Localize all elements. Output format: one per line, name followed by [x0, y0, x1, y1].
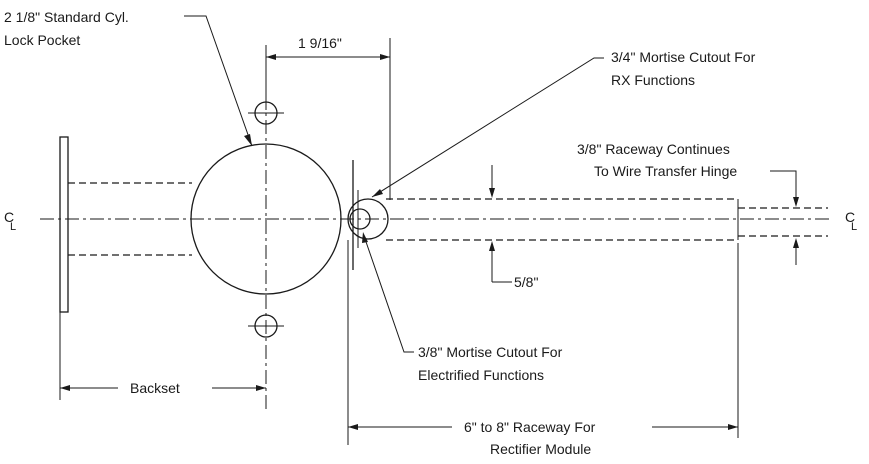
raceway-continues-label-1: 3/8" Raceway Continues — [577, 141, 730, 157]
dim-1-9-16-label: 1 9/16" — [298, 35, 342, 51]
centerline-right-c: C — [845, 209, 855, 225]
callout-electrified-cutout: 3/8" Mortise Cutout For Electrified Func… — [362, 232, 563, 383]
elec-cutout-label-1: 3/8" Mortise Cutout For — [418, 344, 563, 360]
raceway-length-label-1: 6" to 8" Raceway For — [464, 419, 596, 435]
callout-lock-pocket: 2 1/8" Standard Cyl. Lock Pocket — [4, 9, 253, 147]
elec-cutout-label-2: Electrified Functions — [418, 367, 544, 383]
centerline-left-l: L — [10, 221, 16, 233]
dimension-5-8: 5/8" — [489, 165, 538, 290]
centerline-symbol-left: C L — [4, 209, 16, 233]
dimension-backset: Backset — [59, 312, 266, 400]
centerline-symbol-right: C L — [845, 209, 857, 233]
raceway-length-label-2: Rectifier Module — [490, 441, 591, 457]
rx-cutout-label-1: 3/4" Mortise Cutout For — [611, 49, 756, 65]
centerline-right-l: L — [851, 221, 857, 233]
lock-pocket-label-2: Lock Pocket — [4, 32, 80, 48]
dim-5-8-label: 5/8" — [514, 274, 538, 290]
faceplate — [59, 136, 69, 313]
rx-mortise-cutout — [347, 198, 389, 240]
lock-pocket-circle — [190, 143, 342, 295]
rx-cutout-label-2: RX Functions — [611, 72, 695, 88]
callout-raceway-continues: 3/8" Raceway Continues To Wire Transfer … — [577, 141, 799, 265]
centerline-left-c: C — [4, 209, 14, 225]
raceway-continues-label-2: To Wire Transfer Hinge — [594, 163, 737, 179]
electrified-mortise-cutout — [349, 208, 371, 230]
dimension-1-9-16: 1 9/16" — [265, 35, 391, 200]
callout-rx-cutout: 3/4" Mortise Cutout For RX Functions — [371, 49, 756, 198]
through-bolt-bottom — [248, 314, 284, 338]
dimension-raceway-length: 6" to 8" Raceway For Rectifier Module — [347, 240, 739, 457]
lock-pocket-label-1: 2 1/8" Standard Cyl. — [4, 9, 129, 25]
backset-label: Backset — [130, 380, 180, 396]
